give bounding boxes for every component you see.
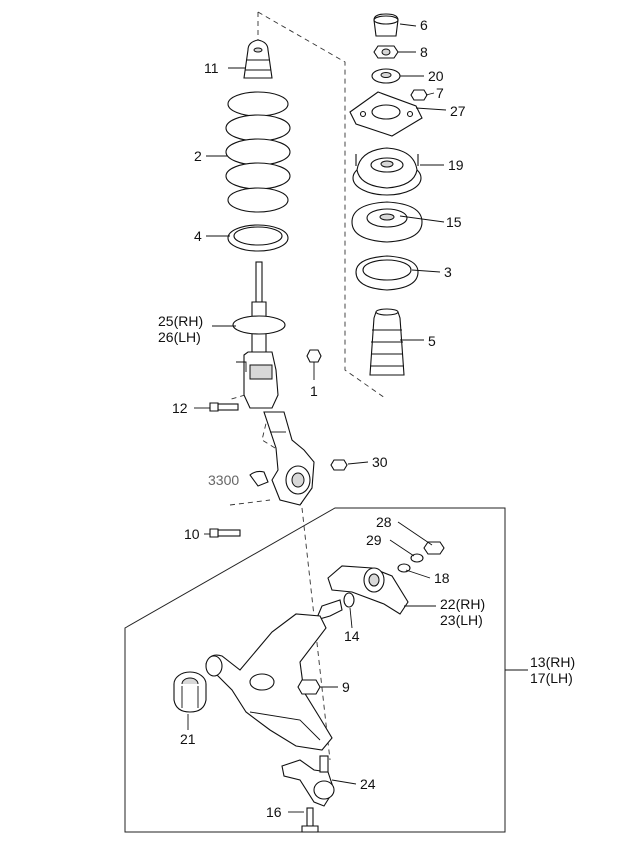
steering-knuckle	[263, 411, 315, 506]
label-29: 29	[366, 532, 382, 548]
label-20: 20	[428, 68, 444, 84]
arm-nut	[297, 679, 321, 695]
label-3: 3	[444, 264, 452, 280]
spring-upper-pad	[355, 255, 419, 291]
label-22-rh: 22(RH)	[440, 596, 485, 612]
coil-spring	[225, 91, 291, 213]
rear-bushing-bracket	[327, 565, 409, 615]
bumper-dust-cover	[369, 308, 405, 376]
bump-stopper	[243, 39, 273, 79]
strut-nut	[306, 349, 322, 363]
shaft-washer	[343, 592, 355, 608]
label-1: 1	[310, 383, 318, 399]
label-16: 16	[266, 804, 282, 820]
leader-lines	[187, 23, 528, 813]
label-21: 21	[180, 731, 196, 747]
strut-bolt-upper	[209, 402, 239, 412]
label-4: 4	[194, 228, 202, 244]
label-6: 6	[420, 17, 428, 33]
label-7: 7	[436, 85, 444, 101]
strut-assembly	[232, 261, 286, 409]
label-19: 19	[448, 157, 464, 173]
label-18: 18	[434, 570, 450, 586]
lower-control-arm	[205, 599, 343, 751]
label-10: 10	[184, 526, 200, 542]
dust-cap	[373, 13, 399, 37]
knuckle-bolt	[209, 528, 241, 538]
bushing-nut	[423, 541, 445, 555]
label-9: 9	[342, 679, 350, 695]
ball-joint	[281, 755, 335, 807]
callout-labels: 6 8 20 7 27 19 15 3 5 11 2 4 25(RH) 26(L…	[158, 17, 575, 820]
label-24: 24	[360, 776, 376, 792]
label-8: 8	[420, 44, 428, 60]
knuckle-nut	[330, 459, 348, 471]
label-12: 12	[172, 400, 188, 416]
label-13-rh: 13(RH)	[530, 654, 575, 670]
label-5: 5	[428, 333, 436, 349]
lock-nut	[373, 45, 399, 59]
flange-nut	[410, 89, 428, 101]
label-11: 11	[204, 60, 219, 76]
label-3300: 3300	[208, 472, 239, 488]
insulator-plate	[349, 91, 423, 137]
label-17-lh: 17(LH)	[530, 670, 573, 686]
label-26-lh: 26(LH)	[158, 329, 201, 345]
label-14: 14	[344, 628, 360, 644]
front-bushing	[173, 671, 207, 713]
strut-mount-assembly	[352, 147, 422, 196]
bearing-seat	[351, 201, 423, 243]
label-27: 27	[450, 103, 466, 119]
label-23-lh: 23(LH)	[440, 612, 483, 628]
label-2: 2	[194, 148, 202, 164]
spring-lower-pad	[227, 224, 289, 252]
ball-joint-bolt	[301, 807, 319, 833]
label-15: 15	[446, 214, 462, 230]
wheel-hub-reference-icon	[249, 470, 269, 487]
label-28: 28	[376, 514, 392, 530]
label-25-rh: 25(RH)	[158, 313, 203, 329]
label-30: 30	[372, 454, 388, 470]
washer	[371, 68, 401, 84]
